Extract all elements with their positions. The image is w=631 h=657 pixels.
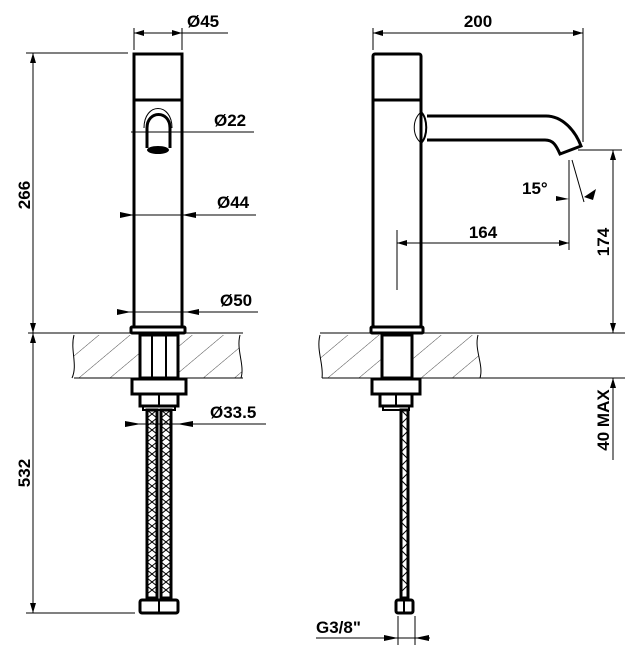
dim-top-diameter: Ø45 bbox=[187, 12, 219, 31]
dim-lever-diameter: Ø22 bbox=[214, 111, 246, 130]
dim-connection-thread: G3/8" bbox=[316, 618, 361, 637]
dim-spout-height: 174 bbox=[594, 227, 613, 256]
supply-hose-side bbox=[394, 408, 415, 615]
dim-spout-reach: 164 bbox=[469, 223, 498, 242]
dim-body-diameter: Ø44 bbox=[217, 193, 250, 212]
spout bbox=[413, 111, 583, 156]
faucet-body bbox=[132, 52, 184, 329]
shank-side bbox=[370, 333, 422, 411]
dim-shank-diameter: Ø33.5 bbox=[210, 403, 256, 422]
dim-spout-angle: 15° bbox=[522, 179, 548, 198]
countertop-section bbox=[28, 332, 243, 379]
shank bbox=[130, 333, 188, 411]
dim-max-counter-thickness: 40 MAX bbox=[594, 389, 613, 451]
supply-hoses bbox=[138, 408, 180, 615]
dim-total-projection: 200 bbox=[464, 12, 492, 31]
front-view: Ø45 Ø22 Ø44 Ø50 Ø33.5 266 532 bbox=[15, 12, 266, 615]
dim-height-above-counter: 266 bbox=[15, 181, 34, 209]
front-dimensions: Ø45 Ø22 Ø44 Ø50 Ø33.5 266 532 bbox=[15, 12, 266, 614]
side-view: 200 164 15° 174 40 MAX G3/8" bbox=[316, 12, 625, 645]
dim-length-below-counter: 532 bbox=[15, 459, 34, 487]
base-plate bbox=[129, 325, 187, 335]
lever-handle bbox=[143, 108, 173, 154]
dim-base-diameter: Ø50 bbox=[220, 291, 252, 310]
side-dimensions: 200 164 15° 174 40 MAX G3/8" bbox=[316, 12, 622, 645]
countertop-section-side bbox=[318, 332, 625, 379]
